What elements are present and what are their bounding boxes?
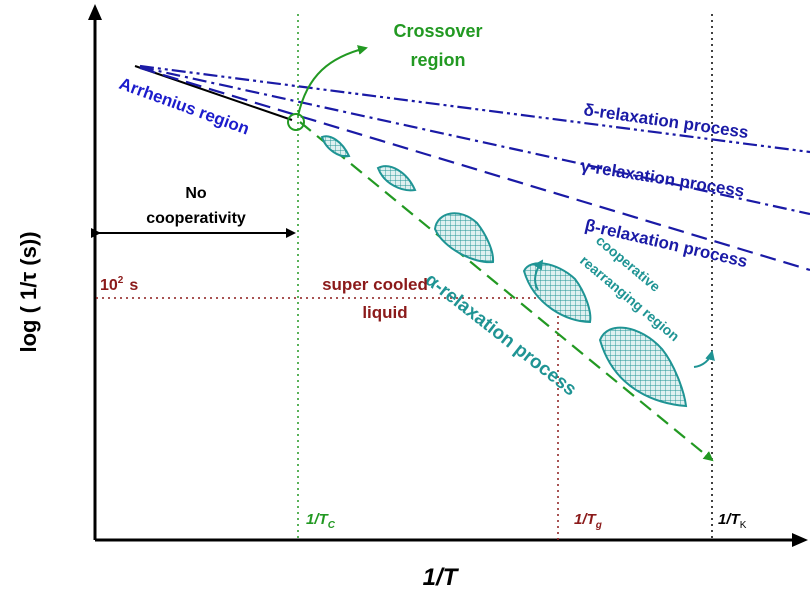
gamma-label: γ-relaxation process [579,156,745,201]
tk-tick-label: 1/TK [718,511,747,531]
delta-label: δ-relaxation process [582,100,749,142]
no-coop-label-line2: cooperativity [146,210,246,227]
supercooled-label-line2: liquid [362,303,407,322]
delta-relaxation-line [139,64,810,154]
alpha-relaxation-line [299,121,714,462]
y-axis-label: log ( 1/τ (s)) [16,231,41,352]
crossover-point [287,113,305,131]
crossover-label-line2: region [410,50,465,70]
coop-arrow-down [693,350,715,368]
beta-relaxation-line [139,66,810,272]
arrhenius-line [134,65,293,121]
no-coop-label-line1: No [185,185,207,202]
coop-blob-4 [522,262,592,324]
coop-blob-1 [320,135,351,158]
coop-blob-2 [376,165,417,192]
x-axis-arrowhead [792,533,808,547]
x-axis-label: 1/T [423,564,460,591]
coop-arrow-up [533,259,544,291]
y-axis-arrowhead [88,4,102,20]
tc-tick-label: 1/TC [306,511,336,531]
coop-blob-3 [433,212,495,264]
crossover-arrow [297,45,368,117]
coop-blob-5 [598,326,688,408]
tg-tick-label: 1/Tg [574,511,602,531]
crossover-label-line1: Crossover [393,21,482,41]
supercooled-label-line1: super cooled [322,275,428,294]
gamma-relaxation-line [139,65,810,216]
